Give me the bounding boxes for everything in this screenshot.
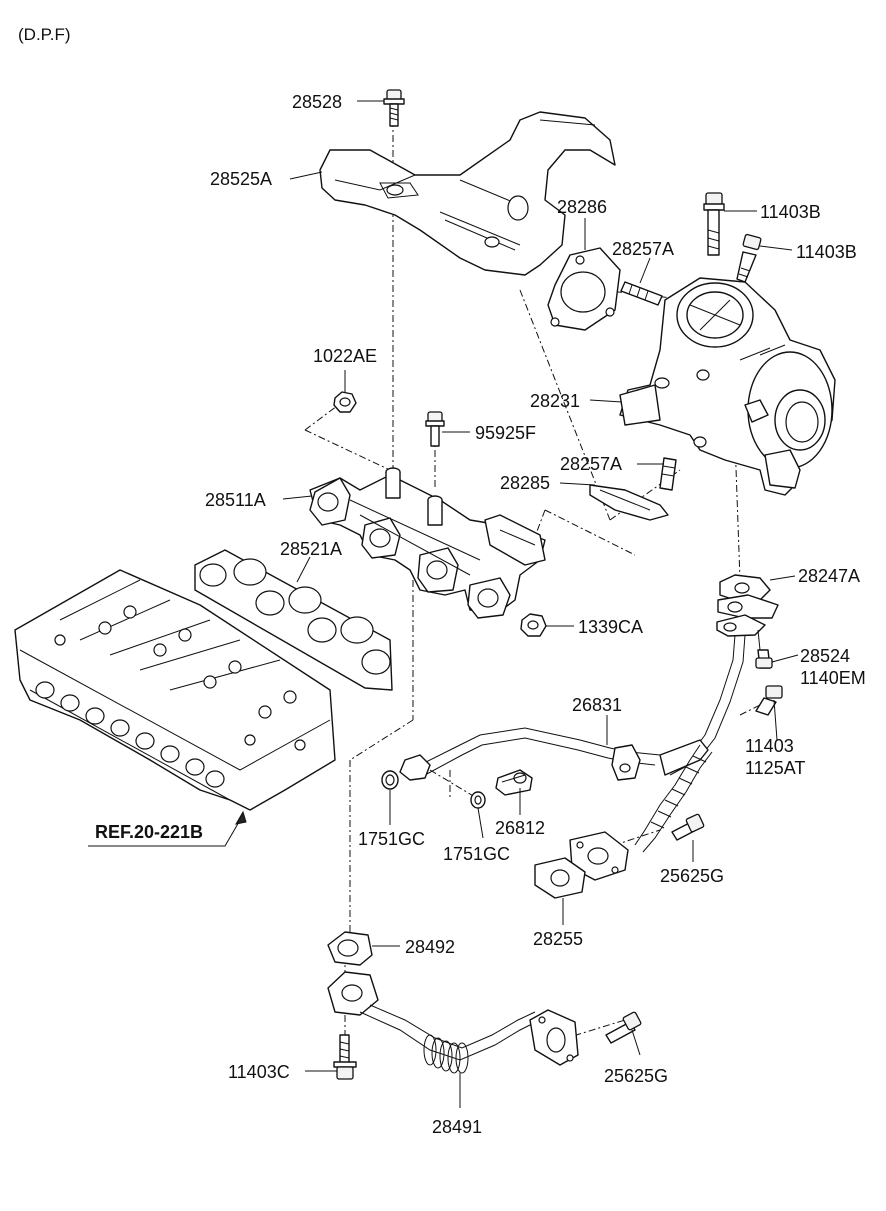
egr-pipe-28491 [327, 971, 579, 1074]
head-valve-seats [54, 605, 306, 751]
label-26812: 26812 [495, 818, 545, 838]
label-28524: 28524 [800, 646, 850, 666]
washer-1751gc-2 [470, 791, 486, 809]
part-labels: 28528 28525A 28286 11403B 28257A 11403B … [205, 92, 866, 1137]
label-25625g-1: 25625G [660, 866, 724, 886]
label-1751gc-1: 1751GC [358, 829, 425, 849]
bolt-11403b-2 [736, 233, 762, 283]
gasket-28286 [547, 247, 621, 331]
bolt-11403c [333, 1034, 357, 1080]
label-28257a-2: 28257A [560, 454, 622, 474]
label-11403b-2: 11403B [796, 242, 857, 262]
alignment-lines [304, 120, 761, 1060]
label-28528: 28528 [292, 92, 342, 112]
ref-callout: REF.20-221B [88, 810, 247, 847]
label-11403b-1: 11403B [760, 202, 821, 222]
bolt-28524 [755, 649, 773, 669]
label-28257a-1: 28257A [612, 239, 674, 259]
nut-1022ae [333, 391, 357, 413]
label-95925f: 95925F [475, 423, 536, 443]
label-25625g-2: 25625G [604, 1066, 668, 1086]
gasket-28255 [534, 857, 586, 899]
bolt-11403b-1 [703, 192, 725, 256]
label-11403: 11403 [745, 736, 794, 756]
label-28521a: 28521A [280, 539, 342, 559]
bolt-28528 [383, 89, 405, 127]
connector-26812 [495, 769, 533, 796]
label-28255: 28255 [533, 929, 583, 949]
label-28285: 28285 [500, 473, 550, 493]
diagram-title: (D.P.F) [18, 25, 71, 44]
reference-label: REF.20-221B [95, 822, 203, 842]
bolt-11403 [755, 685, 783, 716]
turbocharger-28231 [619, 277, 836, 496]
nut-1339ca [520, 613, 547, 637]
gasket-28285 [589, 484, 669, 521]
leader-lines [282, 100, 799, 1108]
manifold-gasket-28521a [194, 549, 393, 691]
label-11403c: 11403C [228, 1062, 290, 1082]
washer-1751gc-1 [381, 770, 399, 790]
label-26831: 26831 [572, 695, 622, 715]
label-1339ca: 1339CA [578, 617, 643, 637]
label-28492: 28492 [405, 937, 455, 957]
label-28525a: 28525A [210, 169, 272, 189]
label-28491: 28491 [432, 1117, 482, 1137]
label-28231: 28231 [530, 391, 580, 411]
gasket-28492 [327, 931, 373, 966]
exhaust-manifold-28511a [309, 467, 546, 619]
bolt-95925f [425, 411, 445, 447]
bolt-25625g-lower [605, 1011, 642, 1044]
label-28247a: 28247A [798, 566, 860, 586]
bolt-25625g-upper [671, 813, 705, 841]
egr-bellows [423, 1034, 469, 1074]
label-1022ae: 1022AE [313, 346, 377, 366]
label-28511a: 28511A [205, 490, 266, 510]
oil-return-hose [634, 744, 713, 853]
oil-return-pipe-26831 [399, 727, 713, 881]
stud-28257a-lower [659, 457, 677, 491]
label-28286: 28286 [557, 197, 607, 217]
label-1751gc-2: 1751GC [443, 844, 510, 864]
label-1125at: 1125AT [745, 758, 805, 778]
heat-shield-28525a [319, 111, 616, 276]
cylinder-head [14, 569, 336, 811]
oil-pipe-28247a [664, 574, 779, 776]
head-ports [35, 681, 225, 788]
stud-28257a-upper [620, 281, 663, 306]
label-1140em: 1140EM [800, 668, 866, 688]
